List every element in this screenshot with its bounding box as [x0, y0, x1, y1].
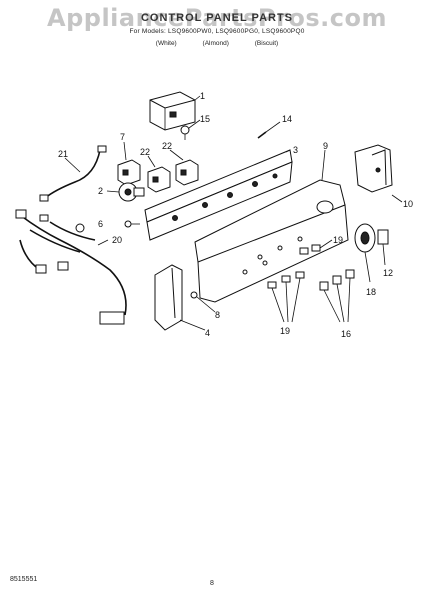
- callout-12: 12: [383, 268, 393, 278]
- diagram-title: CONTROL PANEL PARTS: [140, 12, 294, 24]
- callout-4: 4: [205, 328, 210, 338]
- callout-15: 15: [200, 114, 210, 124]
- part-7-switch[interactable]: [117, 159, 141, 186]
- callout-22-b: 22: [162, 141, 172, 151]
- color-white: (White): [155, 40, 177, 47]
- callout-9: 9: [323, 141, 328, 151]
- color-almond: (Almond): [202, 40, 229, 47]
- part-4-end-cap-left[interactable]: [154, 264, 183, 331]
- diagram-code: 8515551: [10, 576, 38, 583]
- part-15-screw[interactable]: [180, 125, 190, 140]
- part-12-knob[interactable]: [377, 229, 389, 245]
- part-21-wire-harness[interactable]: [39, 145, 107, 202]
- part-16-push-buttons[interactable]: [319, 269, 355, 291]
- part-10-end-cap[interactable]: [354, 144, 393, 193]
- callout-19-a: 19: [333, 235, 343, 245]
- color-biscuit: (Biscuit): [254, 40, 279, 47]
- part-22-switch-b[interactable]: [175, 159, 199, 186]
- part-8-screw[interactable]: [190, 291, 198, 299]
- callout-18: 18: [366, 287, 376, 297]
- watermark-logo: AppliancePartsPros.com: [47, 4, 387, 32]
- callout-20: 20: [112, 235, 122, 245]
- part-9-console[interactable]: [194, 179, 349, 303]
- part-1-timer[interactable]: [149, 91, 196, 131]
- callout-8: 8: [215, 310, 220, 320]
- part-18-knob-dial[interactable]: [354, 223, 376, 253]
- part-20-main-harness[interactable]: [15, 209, 127, 325]
- callout-19-b: 19: [280, 326, 290, 336]
- callout-6: 6: [98, 219, 103, 229]
- color-list: (White) (Almond) (Biscuit): [0, 40, 434, 47]
- callout-16: 16: [341, 329, 351, 339]
- callout-7: 7: [120, 132, 125, 142]
- part-14-screw[interactable]: [257, 131, 267, 139]
- callout-14: 14: [282, 114, 292, 124]
- part-3-console-bracket[interactable]: [144, 149, 293, 241]
- part-22-switch-a[interactable]: [147, 166, 171, 193]
- page-number: 8: [210, 580, 214, 587]
- callout-2: 2: [98, 186, 103, 196]
- part-6-screw[interactable]: [124, 220, 140, 228]
- callout-10: 10: [403, 199, 413, 209]
- model-list: For Models: LSQ9600PW0, LSQ9600PG0, LSQ9…: [129, 28, 305, 35]
- part-2-rotary-switch[interactable]: [118, 182, 145, 202]
- callout-22-a: 22: [140, 147, 150, 157]
- callout-3: 3: [293, 145, 298, 155]
- callout-1: 1: [200, 91, 205, 101]
- callout-21: 21: [58, 149, 68, 159]
